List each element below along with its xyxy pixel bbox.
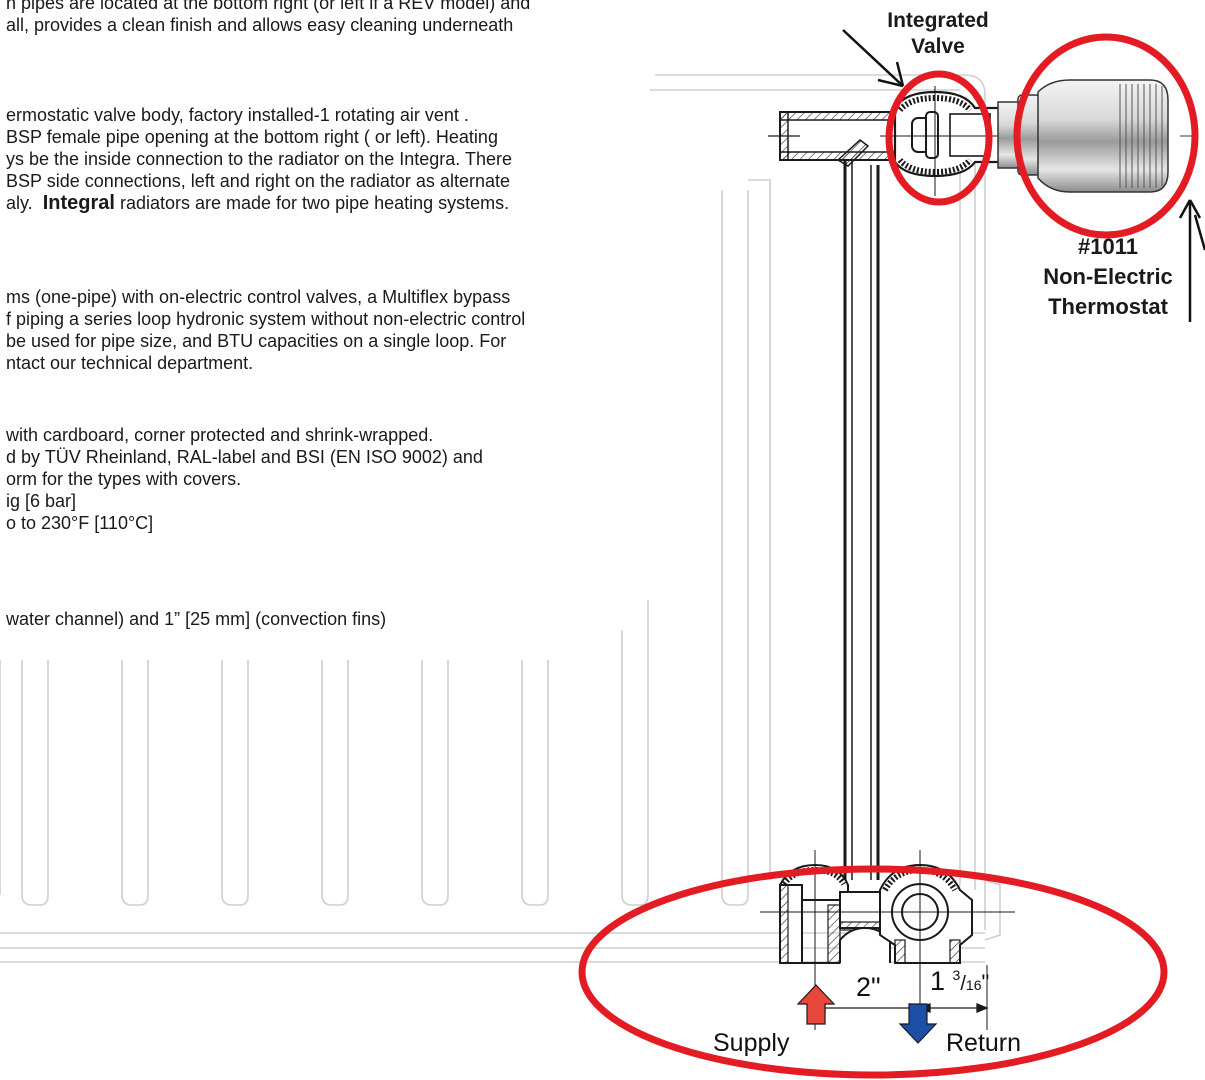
text-line: water channel) and 1” [25 mm] (convectio… [6,609,387,629]
text-line: ermostatic valve body, factory installed… [6,105,469,125]
text-line: orm for the types with covers. [6,469,242,489]
product-name: Integral [42,192,115,214]
vertical-supply-tube [843,160,880,880]
valve-highlight-circle [885,70,993,206]
callout-line: Valve [911,35,965,58]
text-line: BSP side connections, left and right on … [6,171,510,191]
paragraph-connections: ermostatic valve body, factory installed… [6,104,512,214]
text-line: ms (one-pipe) with on-electric control v… [6,287,511,307]
offset-denominator: 16 [965,977,982,993]
text-line: n pipes are located at the bottom right … [6,0,531,13]
thermostat-label: #1011 Non-Electric Thermostat [1028,232,1188,322]
bottom-connection-block [760,850,1015,1030]
paragraph-drain-location: n pipes are located at the bottom right … [6,0,530,36]
radiator-panel-outline [0,74,1001,963]
supply-arrow [796,984,836,1025]
offset-whole: 1 [930,966,946,996]
offset-numerator: 3 [952,967,961,983]
pipe-spacing-dimension: 2" [856,972,881,1002]
text-line: ntact our technical department. [6,353,254,373]
pipe-offset-dimension: 1 3/16" [930,966,990,996]
paragraph-one-pipe-systems: ms (one-pipe) with on-electric control v… [6,286,525,374]
callout-line: Integrated [887,9,989,32]
paragraph-dimensions: water channel) and 1” [25 mm] (convectio… [6,608,386,630]
text-line: d by TÜV Rheinland, RAL-label and BSI (E… [6,447,483,467]
text-line: f piping a series loop hydronic system w… [6,309,526,329]
dimension-lines [813,1003,989,1013]
text-line: o to 230°F [110°C] [6,513,154,533]
callout-line: #1011 [1078,234,1138,259]
offset-unit: " [981,970,990,995]
text-line: all, provides a clean finish and allows … [6,15,514,35]
thermostat-pointer [1178,199,1205,322]
valve-pointer [842,29,905,88]
integrated-valve-label: Integrated Valve [868,8,1008,60]
callout-line: Thermostat [1048,294,1168,319]
text-line: ys be the inside connection to the radia… [6,149,512,169]
return-arrow [898,1003,938,1044]
text-line: with cardboard, corner protected and shr… [6,425,434,445]
text-line: be used for pipe size, and BTU capacitie… [6,331,507,351]
thermostat-head [997,79,1195,193]
paragraph-packaging-specs: with cardboard, corner protected and shr… [6,424,483,534]
integrated-valve-body [880,86,1010,196]
text-line: aly. Integral radiators are made for two… [6,192,512,214]
supply-tube-top [768,111,901,167]
text-fragment: radiators are made for two pipe heating … [119,193,510,213]
thermostat-highlight-circle [1013,33,1199,239]
supply-label: Supply [713,1029,790,1057]
bottom-connections-highlight [578,865,1168,1079]
text-fragment: aly. [6,193,33,213]
text-line: ig [6 bar] [6,491,77,511]
callout-line: Non-Electric [1043,264,1173,289]
text-line: BSP female pipe opening at the bottom ri… [6,127,498,147]
return-label: Return [946,1029,1022,1057]
